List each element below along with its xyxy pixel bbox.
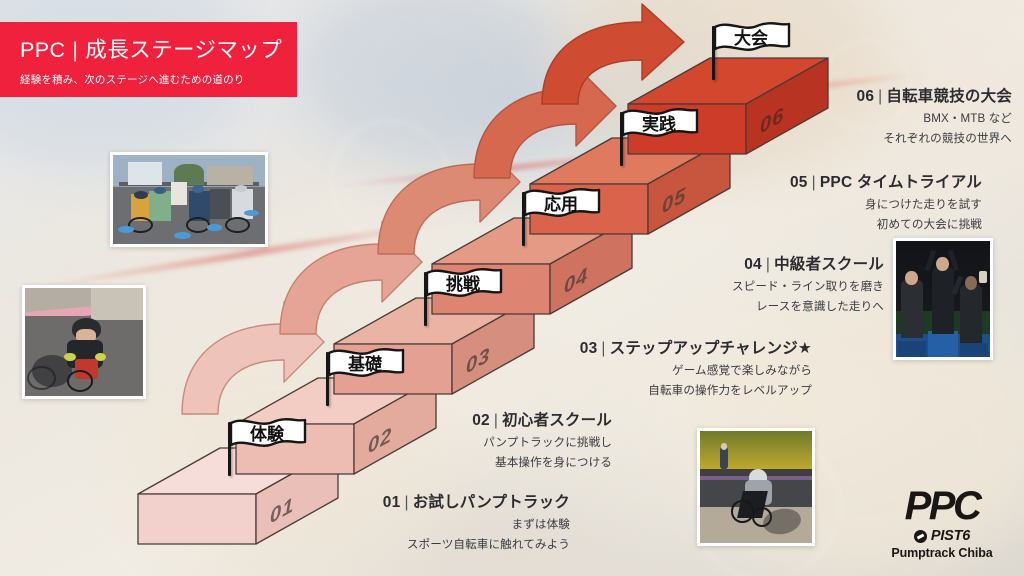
step-detail-line: BMX・MTB など [923, 112, 1012, 125]
step-description-05: 05|PPC タイムトライアル 身につけた走りを試す 初めての大会に挑戦 [710, 170, 982, 232]
flag-cloth-icon [523, 188, 601, 217]
step-heading-03: 03|ステップアップチャレンジ★ [579, 340, 812, 357]
page-subtitle: 経験を積み、次のステージへ進むための道のり [20, 73, 245, 86]
step-description-06: 06|自転車競技の大会 BMX・MTB など それぞれの競技の世界へ [804, 84, 1012, 146]
flag-pole-icon [228, 422, 232, 476]
step-flag-label-06: 大会 [734, 29, 768, 48]
progress-arrow-5 [541, 3, 685, 105]
step-detail-line: 初めての大会に挑戦 [876, 218, 982, 231]
flag-cloth-icon [425, 268, 503, 297]
step-heading-index-06: 06 [856, 88, 875, 105]
step-heading-index-02: 02 [472, 412, 490, 429]
step-heading-01: 01|お試しパンプトラック [382, 494, 570, 511]
ppc-wordmark: PPC [904, 484, 982, 529]
step-description-04: 04|中級者スクール スピード・ライン取りを磨き レースを意識した走りへ [620, 252, 884, 314]
step-heading-index-01: 01 [382, 494, 401, 511]
step-heading-title-03: ステップアップチャレンジ★ [609, 340, 812, 357]
step-heading-02: 02|初心者スクール [472, 412, 612, 429]
kids-group-lesson-photo [110, 152, 268, 247]
page-title: PPC|成長ステージマップ [20, 33, 297, 64]
step-heading-index-05: 05 [789, 174, 808, 191]
step-flag-label-02: 基礎 [348, 355, 382, 374]
flag-pole-icon [620, 112, 624, 166]
step-detail-line: スピード・ライン取りを磨き [731, 280, 884, 293]
step-heading-index-03: 03 [579, 340, 598, 357]
pist6-mark-icon [913, 529, 927, 543]
step-detail-line: まずは体験 [511, 518, 570, 531]
step-flag-label-03: 挑戦 [446, 275, 480, 294]
step-heading-05: 05|PPC タイムトライアル [789, 174, 982, 191]
step-detail-line: パンプトラックに挑戦し [483, 436, 612, 449]
flag-cloth-icon [229, 418, 307, 447]
flag-cloth-icon [327, 348, 405, 377]
flag-pole-icon [424, 272, 428, 326]
step-heading-index-04: 04 [744, 256, 762, 273]
step-heading-title-02: 初心者スクール [502, 412, 612, 429]
step-heading-title-06: 自転車競技の大会 [886, 88, 1012, 105]
step-flag-label-04: 応用 [544, 195, 578, 214]
page-title-brand: PPC [20, 37, 66, 62]
step-detail-line: 身につけた走りを試す [865, 198, 982, 211]
page-title-separator: | [72, 37, 79, 62]
step-heading-06: 06|自転車競技の大会 [856, 88, 1012, 105]
flag-pole-icon [712, 26, 716, 80]
ppc-logo: PPC PIST6 Pumptrack Chiba [878, 484, 1006, 560]
step-detail-line: それぞれの競技の世界へ [883, 132, 1012, 145]
step-detail-line: ゲーム感覚で楽しみながら [672, 364, 812, 377]
step-flag-label-01: 体験 [250, 425, 284, 444]
step-heading-04: 04|中級者スクール [744, 256, 884, 273]
flag-cloth-icon [621, 108, 699, 137]
pist6-label: PIST6 [930, 528, 971, 544]
flag-pole-icon [522, 192, 526, 246]
step-description-02: 02|初心者スクール パンプトラックに挑戦し 基本操作を身につける [378, 408, 612, 470]
step-heading-title-04: 中級者スクール [774, 256, 884, 273]
step-detail-line: 基本操作を身につける [495, 456, 612, 469]
step-description-01: 01|お試しパンプトラック まずは体験 スポーツ自転車に触れてみよう [330, 490, 570, 552]
page-title-text: 成長ステージマップ [85, 37, 283, 62]
step-detail-line: レースを意識した走りへ [755, 300, 884, 313]
step-flag-label-05: 実践 [642, 115, 676, 134]
podium-ceremony-photo [893, 238, 993, 360]
step-description-03: 03|ステップアップチャレンジ★ ゲーム感覚で楽しみながら 自転車の操作力をレベ… [516, 336, 812, 398]
racer-berm-photo [697, 428, 815, 546]
pist6-lockup: PIST6 [878, 528, 1006, 544]
pumptrack-chiba-label: Pumptrack Chiba [891, 546, 993, 560]
flag-cloth-icon [713, 22, 791, 51]
flag-pole-icon [326, 352, 330, 406]
step-heading-title-01: お試しパンプトラック [412, 494, 570, 511]
child-pumptrack-photo [22, 285, 146, 399]
title-banner: PPC|成長ステージマップ 経験を積み、次のステージへ進むための道のり [0, 22, 297, 97]
step-detail-line: スポーツ自転車に触れてみよう [406, 538, 570, 551]
step-heading-title-05: PPC タイムトライアル [819, 174, 982, 191]
step-detail-line: 自転車の操作力をレベルアップ [648, 384, 812, 397]
